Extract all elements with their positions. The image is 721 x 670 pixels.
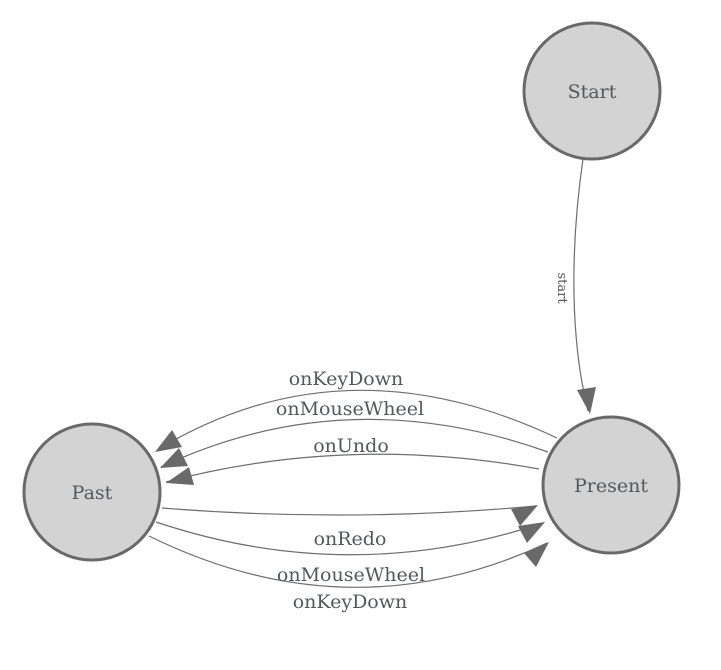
edge-present-to-past-onmousewheel bbox=[160, 418, 549, 468]
state-label-start: Start bbox=[568, 81, 617, 103]
edge-label-onredo: onRedo bbox=[314, 528, 387, 550]
state-label-past: Past bbox=[72, 482, 113, 504]
edge-past-to-present-onkeydown bbox=[148, 535, 548, 588]
state-circle-start bbox=[522, 21, 662, 161]
state-circle-past bbox=[22, 422, 162, 562]
node-group: Start Present Past bbox=[22, 21, 681, 562]
edge-past-to-present-onredo-arrowhead bbox=[511, 505, 538, 526]
edge-label-group: start onKeyDown onMouseWheel onUndo onRe… bbox=[276, 272, 569, 613]
state-circle-present bbox=[541, 415, 681, 555]
edge-past-to-present-onkeydown-arrowhead bbox=[524, 542, 549, 567]
edge-past-to-present-onmousewheel-arrowhead bbox=[518, 522, 545, 543]
edge-label-onkeydown-top: onKeyDown bbox=[289, 368, 404, 390]
state-node-start: Start bbox=[522, 21, 662, 161]
state-label-present: Present bbox=[574, 475, 648, 497]
edge-past-to-present-onredo bbox=[161, 505, 537, 516]
edge-label-onmousewheel-top: onMouseWheel bbox=[276, 398, 424, 420]
edge-group bbox=[148, 158, 596, 588]
edge-start-to-present bbox=[573, 158, 589, 412]
edge-label-onmousewheel-bottom: onMouseWheel bbox=[277, 564, 425, 586]
edge-present-to-past-onundo bbox=[165, 453, 540, 483]
edge-start-to-present-arrowhead bbox=[577, 387, 596, 414]
edge-label-onundo: onUndo bbox=[313, 435, 389, 457]
edge-present-to-past-onkeydown-arrowhead bbox=[155, 430, 182, 452]
edge-present-to-past-onmousewheel-arrowhead bbox=[160, 448, 188, 468]
edge-past-to-present-onmousewheel bbox=[155, 521, 544, 556]
edge-present-to-past-onkeydown bbox=[156, 389, 558, 451]
state-node-present: Present bbox=[541, 415, 681, 555]
edge-label-start: start bbox=[554, 272, 569, 304]
edge-label-onkeydown-bottom: onKeyDown bbox=[293, 591, 408, 613]
state-node-past: Past bbox=[22, 422, 162, 562]
edge-present-to-past-onundo-arrowhead bbox=[166, 467, 194, 485]
